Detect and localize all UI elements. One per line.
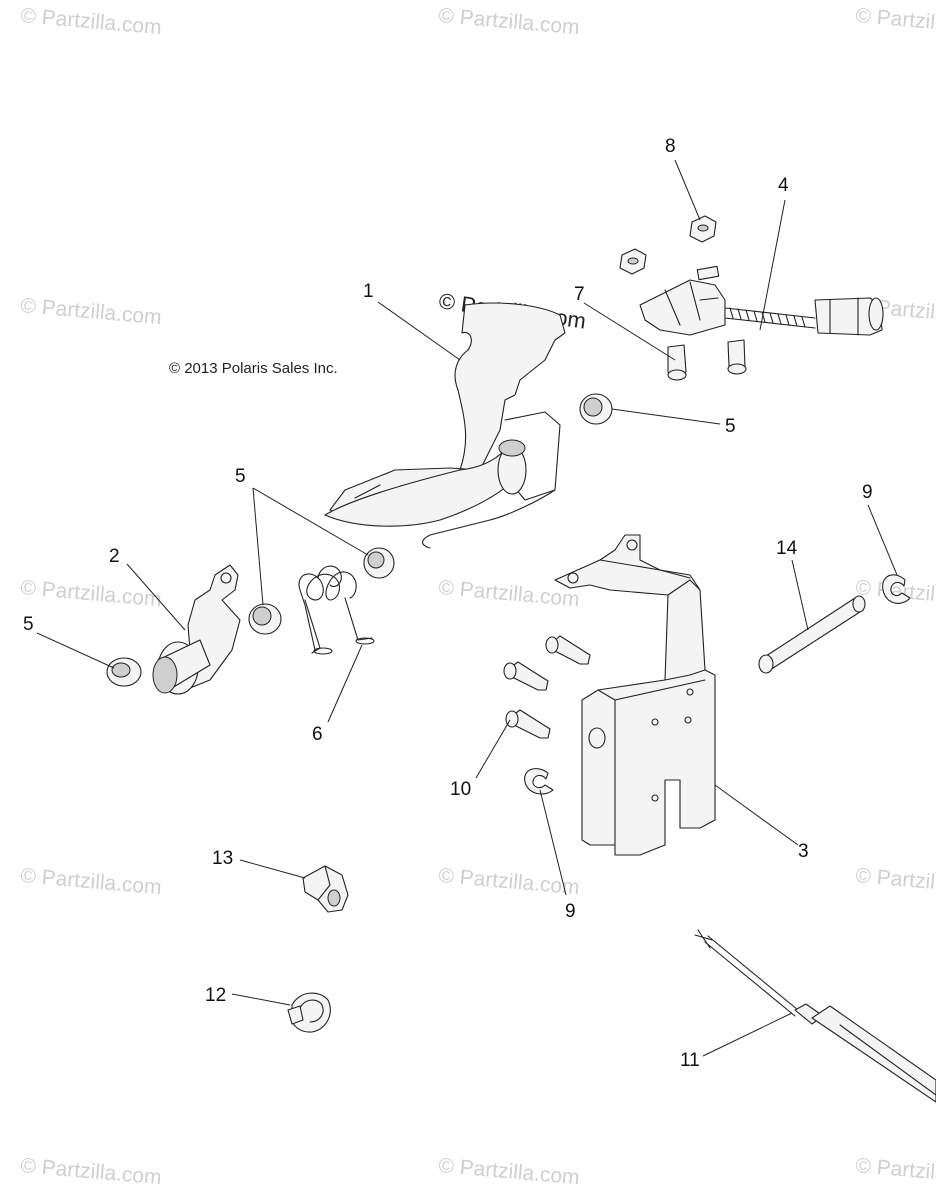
part-5-bushings xyxy=(106,393,613,687)
callout-5: 5 xyxy=(235,466,246,487)
part-6-spring xyxy=(298,565,375,655)
part-10-bolts xyxy=(503,635,591,739)
callout-5: 5 xyxy=(23,614,34,635)
part-14-pin xyxy=(758,595,866,674)
part-12-clamp xyxy=(287,992,331,1033)
leader-lines xyxy=(36,159,898,1057)
callout-9: 9 xyxy=(862,482,873,503)
callout-4: 4 xyxy=(778,175,789,196)
part-2-lever xyxy=(152,564,241,695)
part-3-main-bracket xyxy=(554,534,716,856)
callout-1: 1 xyxy=(363,281,374,302)
watermark: © Partzilla.com xyxy=(20,4,163,39)
callout-labels: 1 2 3 4 5 5 5 6 7 8 9 9 10 11 12 13 14 xyxy=(23,136,873,1071)
watermark: © Partzilla.com xyxy=(438,4,581,39)
callout-5: 5 xyxy=(725,416,736,437)
callout-14: 14 xyxy=(776,538,798,559)
part-4-switch-assembly xyxy=(639,265,884,336)
callout-9: 9 xyxy=(565,901,576,922)
callout-2: 2 xyxy=(109,546,120,567)
part-1-pedal-bracket xyxy=(324,302,566,549)
callout-10: 10 xyxy=(450,779,471,800)
callout-8: 8 xyxy=(665,136,676,157)
callout-3: 3 xyxy=(798,841,809,862)
callout-6: 6 xyxy=(312,724,323,745)
copyright-text: © 2013 Polaris Sales Inc. xyxy=(169,360,338,377)
watermark: © Partzilla.com xyxy=(20,1154,163,1189)
part-13-clip xyxy=(302,865,349,913)
watermark: © Partzilla.com xyxy=(20,576,163,611)
watermark: © Partzilla.com xyxy=(20,294,163,329)
part-9-clips xyxy=(524,574,911,795)
part-11-cable xyxy=(694,929,936,1103)
watermark: © Partzilla.com xyxy=(855,864,936,899)
callout-12: 12 xyxy=(205,985,226,1006)
watermark: © Partzilla.com xyxy=(20,864,163,899)
watermark: © Partzilla.com xyxy=(438,864,581,899)
callout-13: 13 xyxy=(212,848,233,869)
watermark: © Partzilla.com xyxy=(855,1154,936,1189)
part-7-8-fasteners xyxy=(619,215,747,381)
callout-11: 11 xyxy=(680,1050,700,1071)
watermark: © Partzilla.com xyxy=(438,1154,581,1189)
callout-7: 7 xyxy=(574,284,585,305)
watermark: © Partzilla.com xyxy=(855,4,936,39)
